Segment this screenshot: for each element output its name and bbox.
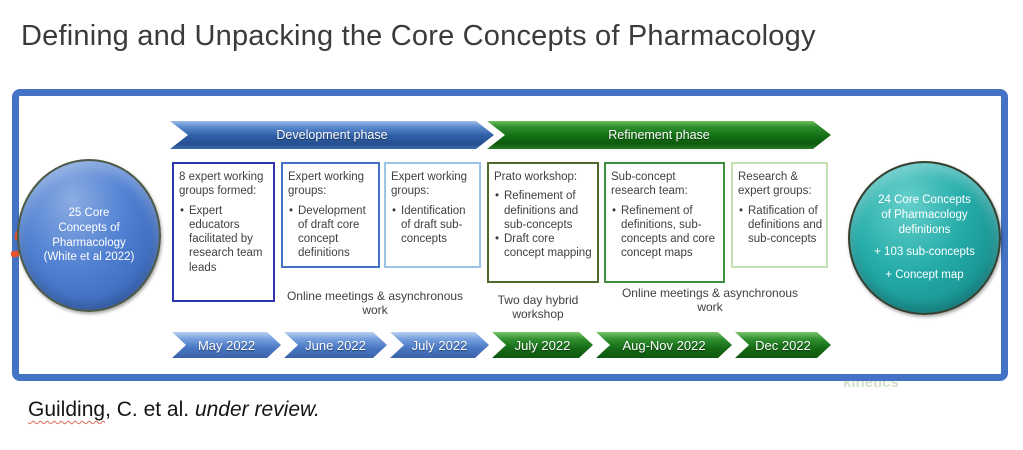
process-box-draft-definitions: Expert working groups: Development of dr…	[281, 162, 380, 268]
timeline-label: July 2022	[514, 337, 571, 353]
box-title: Sub-concept research team:	[611, 171, 688, 198]
box-bullet: Expert educators facilitated by research…	[179, 204, 270, 275]
box-title: 8 expert working groups formed:	[179, 171, 264, 198]
citation-rest: , C. et al.	[105, 398, 195, 421]
input-concepts-circle: 25 Core Concepts of Pharmacology (White …	[17, 159, 161, 312]
timeline-label: Aug-Nov 2022	[622, 337, 706, 353]
timeline-label: Dec 2022	[755, 337, 811, 353]
box-bullet: Identification of draft sub-concepts	[391, 204, 476, 247]
box-title: Expert working groups:	[288, 171, 365, 198]
process-box-draft-subconcepts: Expert working groups: Identification of…	[384, 162, 481, 268]
citation-status: under review.	[194, 398, 320, 421]
output-concepts-circle: 24 Core Concepts of Pharmacology definit…	[848, 161, 1001, 315]
box-bullet: Refinement of definitions, sub-concepts …	[611, 204, 720, 261]
timeline-arrow-aug-nov-2022: Aug-Nov 2022	[596, 332, 732, 358]
process-box-prato-workshop: Prato workshop: Refinement of definition…	[487, 162, 599, 283]
process-box-working-groups-formed: 8 expert working groups formed: Expert e…	[172, 162, 275, 302]
output-concepts-label: 24 Core Concepts of Pharmacology definit…	[874, 193, 976, 284]
box-bullet: Draft core concept mapping	[494, 232, 594, 261]
output-line-definitions: 24 Core Concepts of Pharmacology definit…	[878, 193, 971, 236]
timeline-label: June 2022	[305, 337, 366, 353]
input-concepts-label: 25 Core Concepts of Pharmacology (White …	[43, 206, 135, 264]
output-line-subconcepts: + 103 sub-concepts	[874, 246, 975, 259]
box-title: Expert working groups:	[391, 171, 468, 198]
timeline-arrow-may-2022: May 2022	[172, 332, 281, 358]
citation: Guilding, C. et al. under review.	[28, 398, 320, 422]
timeline-arrow-july-2022-ref: July 2022	[492, 332, 593, 358]
box-bullet: Refinement of definitions and sub-concep…	[494, 189, 594, 232]
box-bullet: Ratification of definitions and sub-conc…	[738, 204, 823, 247]
box-title: Research & expert groups:	[738, 171, 812, 198]
timeline-arrow-dec-2022: Dec 2022	[735, 332, 831, 358]
annotation-online-meetings-left: Online meetings & asynchronous work	[286, 289, 464, 318]
annotation-online-meetings-right: Online meetings & asynchronous work	[621, 286, 799, 315]
output-line-conceptmap: + Concept map	[885, 269, 964, 282]
annotation-hybrid-workshop: Two day hybrid workshop	[497, 293, 579, 322]
development-phase-label: Development phase	[276, 128, 388, 142]
refinement-phase-arrow: Refinement phase	[487, 121, 831, 149]
page-title: Defining and Unpacking the Core Concepts…	[21, 20, 816, 52]
box-bullet: Development of draft core concept defini…	[288, 204, 375, 261]
development-phase-arrow: Development phase	[170, 121, 494, 149]
box-title: Prato workshop:	[494, 171, 578, 183]
timeline-label: May 2022	[197, 337, 256, 353]
timeline-arrow-july-2022-dev: July 2022	[390, 332, 489, 358]
refinement-phase-label: Refinement phase	[608, 128, 710, 142]
citation-author: Guilding	[28, 398, 106, 421]
timeline-arrow-june-2022: June 2022	[284, 332, 387, 358]
process-box-subconcept-research-team: Sub-concept research team: Refinement of…	[604, 162, 725, 283]
process-box-ratification: Research & expert groups: Ratification o…	[731, 162, 828, 268]
timeline-label: July 2022	[411, 337, 468, 353]
